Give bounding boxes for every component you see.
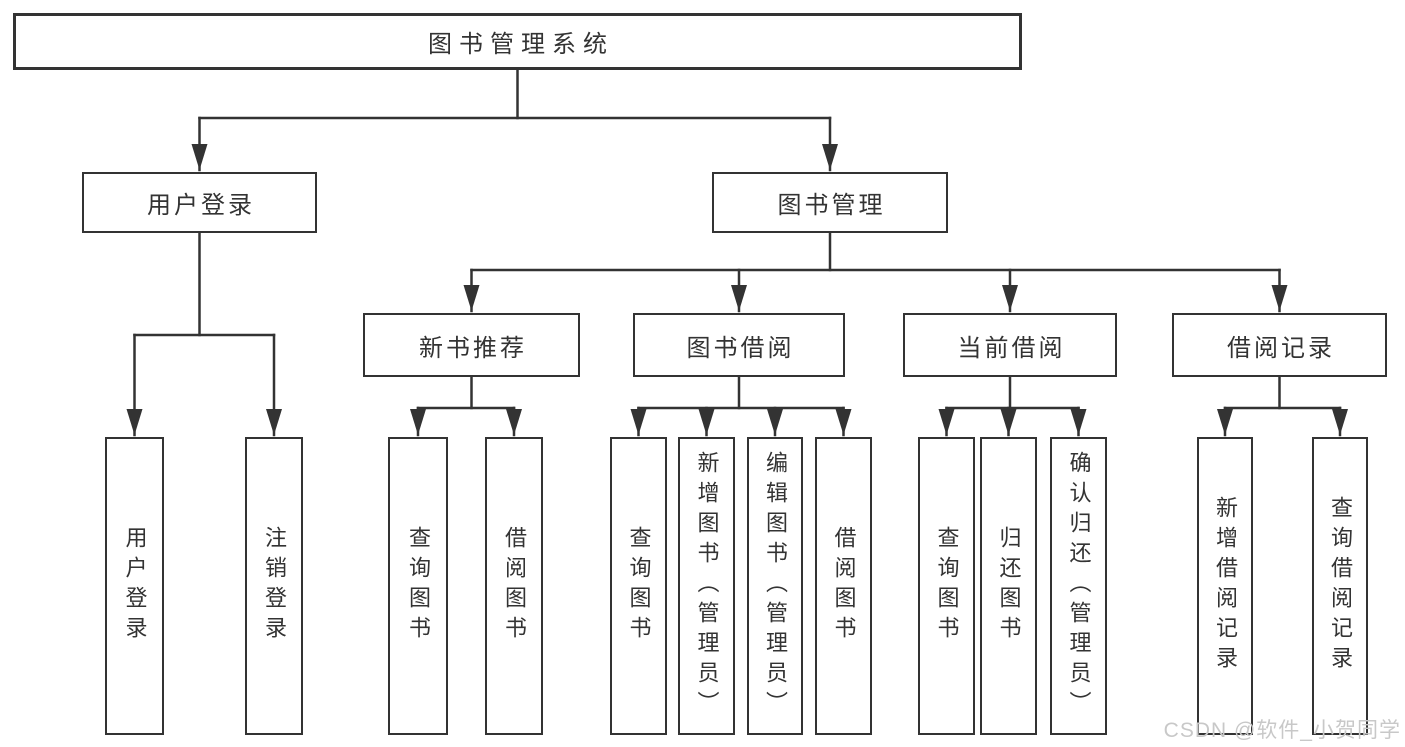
leaf-add-borrow-record: 新增借阅记录	[1197, 437, 1253, 735]
leaf-confirm-return-admin: 确认归还（管理员）	[1050, 437, 1107, 735]
leaf-return-book: 归还图书	[980, 437, 1037, 735]
leaf-user-login: 用户登录	[105, 437, 164, 735]
leaf-logout: 注销登录	[245, 437, 303, 735]
leaf-query-borrow-record: 查询借阅记录	[1312, 437, 1368, 735]
node-book-management: 图书管理	[712, 172, 948, 233]
leaf-add-book-admin: 新增图书（管理员）	[678, 437, 735, 735]
node-root: 图书管理系统	[13, 13, 1022, 70]
node-new-book-recommend: 新书推荐	[363, 313, 580, 377]
leaf-query-books-borrow: 查询图书	[610, 437, 667, 735]
watermark: CSDN @软件_小贺同学	[1163, 719, 1401, 742]
leaf-query-books-current: 查询图书	[918, 437, 975, 735]
leaf-query-books-recommend: 查询图书	[388, 437, 448, 735]
leaf-edit-book-admin: 编辑图书（管理员）	[747, 437, 803, 735]
node-user-login-branch: 用户登录	[82, 172, 317, 233]
node-current-borrow: 当前借阅	[903, 313, 1117, 377]
leaf-borrow-books: 借阅图书	[815, 437, 872, 735]
node-borrow-records: 借阅记录	[1172, 313, 1387, 377]
node-book-borrow: 图书借阅	[633, 313, 845, 377]
leaf-borrow-books-recommend: 借阅图书	[485, 437, 543, 735]
